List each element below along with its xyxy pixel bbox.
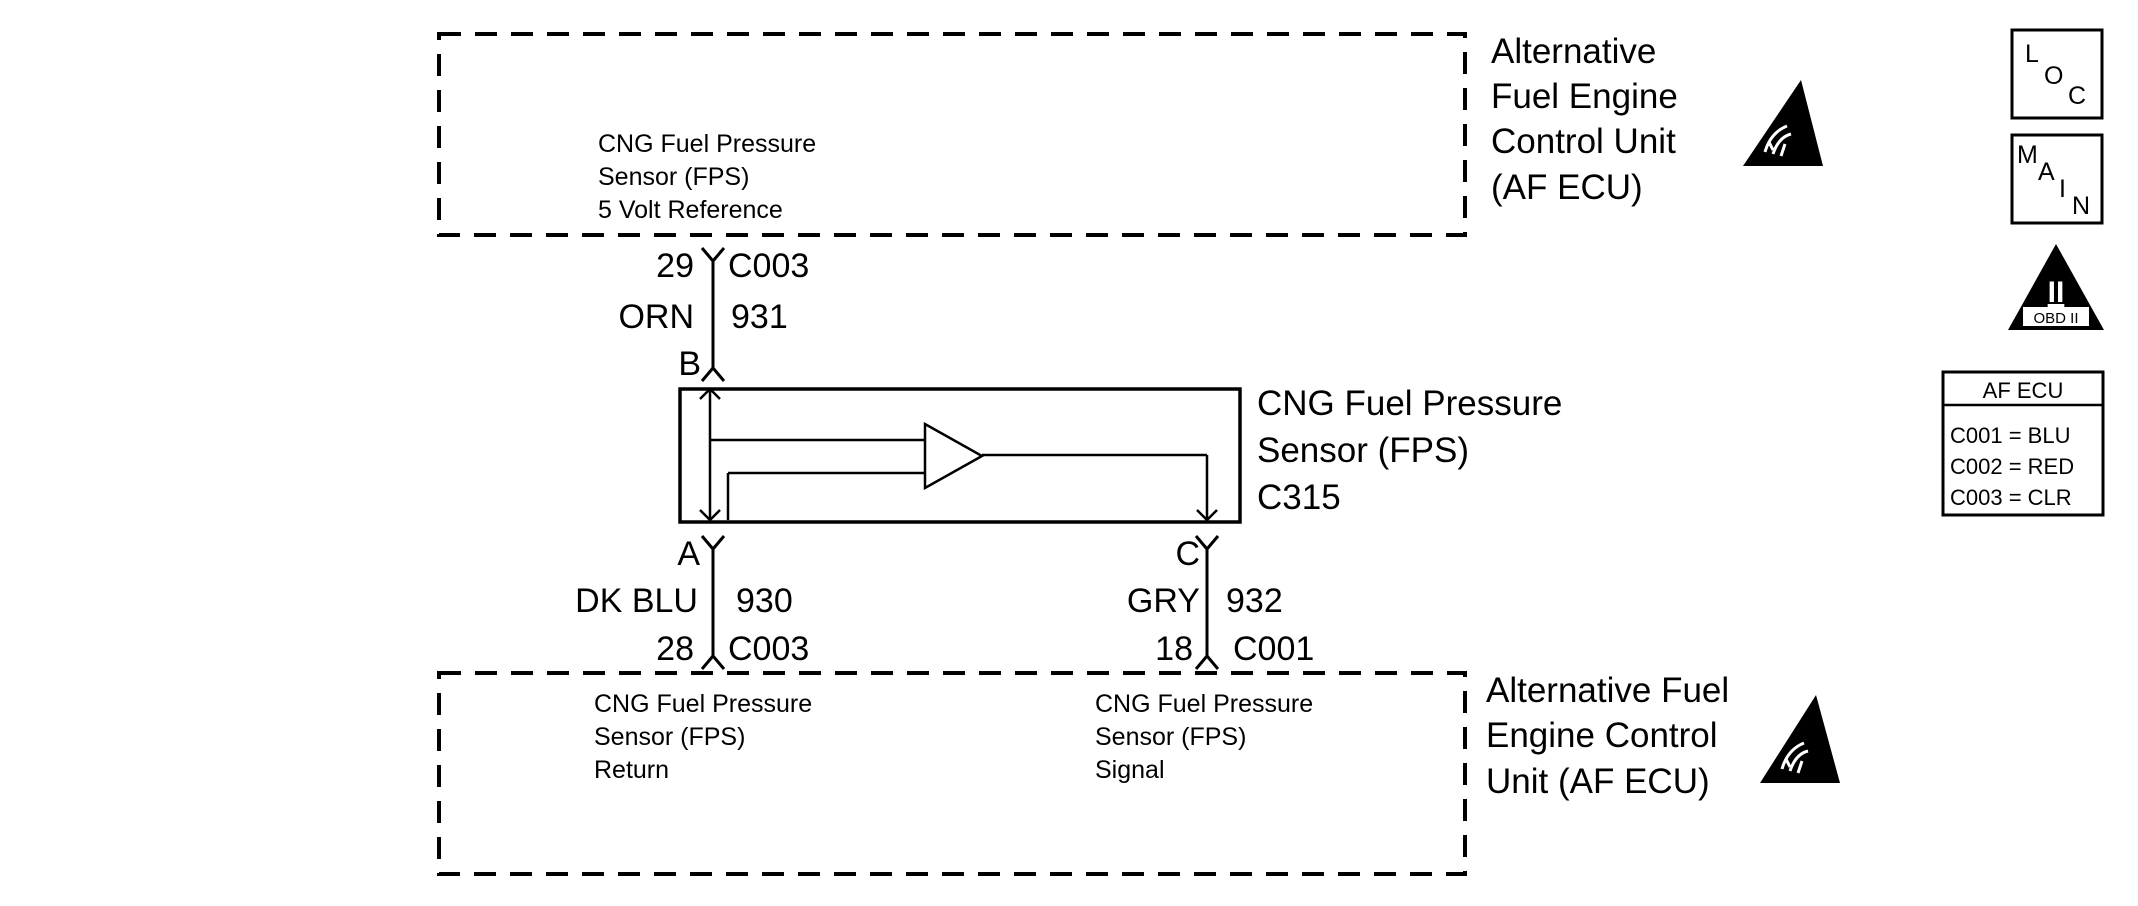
- ecu-bottom-name-line-2: Engine Control: [1486, 716, 1718, 755]
- main-letter-i: I: [2059, 175, 2066, 203]
- signal-ecu-connector: C001: [1233, 630, 1314, 668]
- ecu-top-name-line-4: (AF ECU): [1491, 168, 1643, 207]
- wire-return: A DK BLU 930 28 C003: [575, 535, 809, 670]
- return-sensor-pin: A: [677, 535, 700, 573]
- ecu-top-circuit-line-1: CNG Fuel Pressure: [598, 130, 816, 158]
- ref-circuit-number: 931: [731, 298, 788, 336]
- signal-wire-color: GRY: [1127, 582, 1200, 620]
- ecu-bottom-return-line-1: CNG Fuel Pressure: [594, 690, 812, 718]
- obd-roman: II: [2048, 276, 2065, 309]
- loc-letter-l: L: [2025, 40, 2039, 68]
- wire-reference: 29 C003 ORN 931 B: [618, 247, 809, 383]
- return-ecu-connector: C003: [728, 630, 809, 668]
- signal-circuit-number: 932: [1226, 582, 1283, 620]
- ref-sensor-pin: B: [678, 345, 701, 383]
- signal-sensor-pin: C: [1175, 535, 1200, 573]
- main-letter-a: A: [2038, 158, 2055, 186]
- ecu-bottom-name-line-3: Unit (AF ECU): [1486, 762, 1710, 801]
- esd-hand-warning-icon: [1743, 80, 1823, 166]
- sensor-name-line-2: Sensor (FPS): [1257, 431, 1469, 470]
- ecu-top-circuit-line-3: 5 Volt Reference: [598, 196, 783, 224]
- amplifier-triangle-icon: [923, 421, 985, 491]
- ecu-top-name-line-3: Control Unit: [1491, 122, 1676, 161]
- main-symbol: M A I N: [2010, 133, 2104, 225]
- ecu-top-name-line-2: Fuel Engine: [1491, 77, 1678, 116]
- ecu-bottom-signal-line-2: Sensor (FPS): [1095, 723, 1246, 751]
- ecu-bottom-module: CNG Fuel Pressure Sensor (FPS) Return CN…: [437, 671, 1840, 876]
- connector-key-row: C001 = BLU: [1950, 423, 2070, 448]
- connector-key: AF ECU C001 = BLU C002 = RED C003 = CLR: [1941, 370, 2105, 517]
- sensor-name-line-1: CNG Fuel Pressure: [1257, 384, 1562, 423]
- loc-symbol: L O C: [2010, 28, 2104, 120]
- ecu-bottom-name-line-1: Alternative Fuel: [1486, 671, 1729, 710]
- sensor-name-line-3: C315: [1257, 478, 1341, 517]
- ecu-top-circuit-line-2: Sensor (FPS): [598, 163, 749, 191]
- main-letter-m: M: [2017, 141, 2038, 169]
- ref-wire-color: ORN: [618, 298, 694, 336]
- main-letter-n: N: [2072, 192, 2090, 220]
- return-circuit-number: 930: [736, 582, 793, 620]
- ecu-bottom-return-line-3: Return: [594, 756, 669, 784]
- ecu-top-module: CNG Fuel Pressure Sensor (FPS) 5 Volt Re…: [437, 32, 1823, 237]
- ecu-bottom-signal-line-3: Signal: [1095, 756, 1165, 784]
- connector-key-title: AF ECU: [1983, 378, 2064, 403]
- ecu-bottom-signal-line-1: CNG Fuel Pressure: [1095, 690, 1313, 718]
- obd-label: OBD II: [2033, 310, 2078, 327]
- loc-letter-c: C: [2068, 82, 2086, 110]
- obd-ii-icon: II OBD II: [2008, 244, 2104, 330]
- ref-ecu-connector: C003: [728, 247, 809, 285]
- fps-sensor: CNG Fuel Pressure Sensor (FPS) C315: [678, 384, 1562, 524]
- ecu-top-name-line-1: Alternative: [1491, 32, 1656, 71]
- return-wire-color: DK BLU: [575, 582, 698, 620]
- return-ecu-pin: 28: [656, 630, 694, 668]
- esd-hand-warning-icon: [1760, 695, 1840, 783]
- connector-key-row: C002 = RED: [1950, 454, 2074, 479]
- loc-letter-o: O: [2044, 62, 2063, 90]
- ref-ecu-pin: 29: [656, 247, 694, 285]
- connector-key-row: C003 = CLR: [1950, 485, 2072, 510]
- wire-signal: C GRY 932 18 C001: [1127, 535, 1314, 670]
- signal-ecu-pin: 18: [1155, 630, 1193, 668]
- ecu-bottom-return-line-2: Sensor (FPS): [594, 723, 745, 751]
